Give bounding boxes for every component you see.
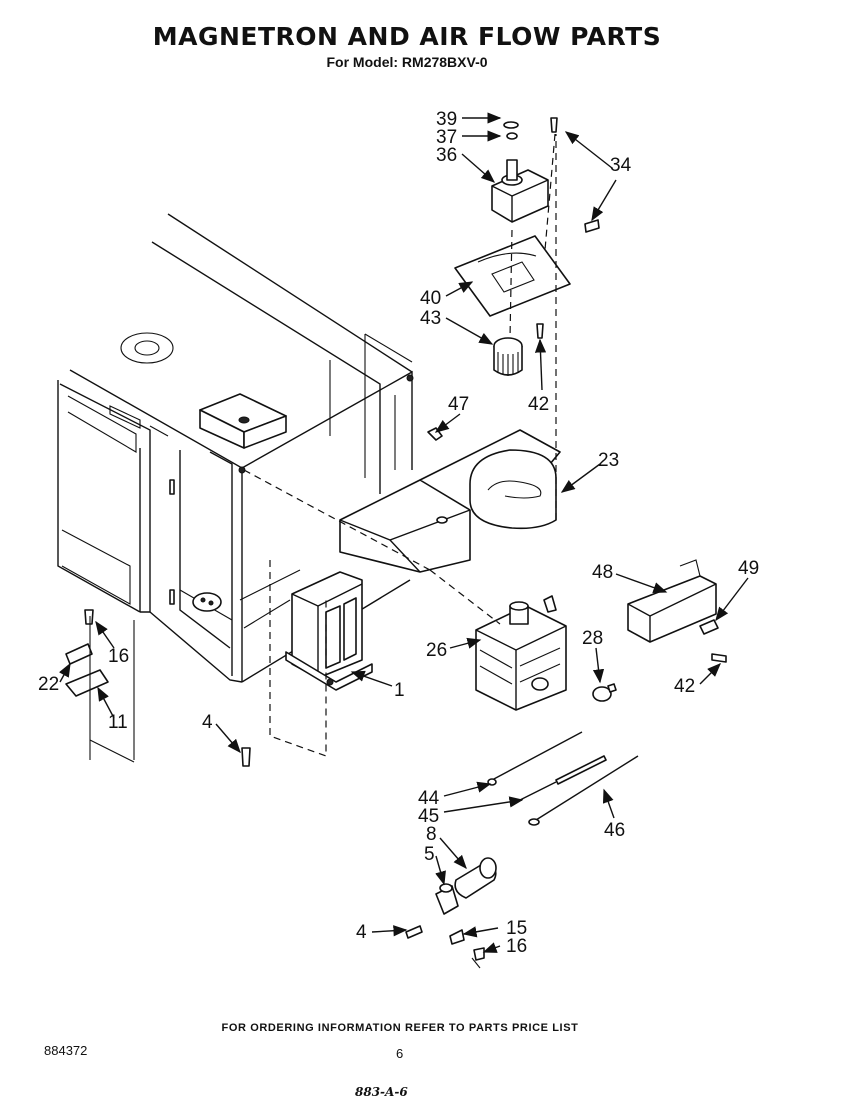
callout-40: 40 <box>420 288 441 309</box>
page-title: MAGNETRON AND AIR FLOW PARTS <box>152 22 662 51</box>
air-duct-assembly <box>339 427 561 573</box>
callout-49: 49 <box>738 558 759 579</box>
callout-4-lower: 4 <box>356 922 367 943</box>
callout-16: 16 <box>108 646 129 667</box>
callout-43: 43 <box>420 308 441 329</box>
callout-44: 44 <box>418 788 440 809</box>
microwave-cabinet <box>57 213 414 683</box>
callout-36: 36 <box>436 145 457 166</box>
callout-48: 48 <box>592 562 613 583</box>
callout-4: 4 <box>202 712 213 733</box>
callout-23: 23 <box>598 450 619 471</box>
wire-harnesses <box>487 731 639 826</box>
magnetron <box>475 595 567 711</box>
callout-45: 45 <box>418 806 439 827</box>
screws <box>241 747 251 767</box>
thermal-cutout <box>592 683 617 702</box>
transformer <box>285 571 373 691</box>
fan-motor-assembly <box>454 117 600 376</box>
callout-15: 15 <box>506 918 527 939</box>
callout-28: 28 <box>582 628 603 649</box>
callout-1: 1 <box>394 680 405 701</box>
callout-26: 26 <box>426 640 447 661</box>
callout-16-lower: 16 <box>506 936 527 957</box>
model-subtitle: For Model: RM278BXV-0 <box>326 54 488 70</box>
callout-42-right: 42 <box>674 676 695 697</box>
fuse-holder-assembly <box>65 609 135 763</box>
ordering-note: FOR ORDERING INFORMATION REFER TO PARTS … <box>221 1022 579 1034</box>
callout-34: 34 <box>610 155 632 176</box>
callout-labels: 39 37 36 34 40 43 42 47 23 48 49 42 26 2… <box>38 109 759 957</box>
capacitor-assembly <box>405 857 497 969</box>
callout-47: 47 <box>448 394 469 415</box>
callout-39: 39 <box>436 109 457 130</box>
callout-22: 22 <box>38 674 59 695</box>
leader-lines <box>58 112 749 953</box>
callout-8: 8 <box>426 824 437 845</box>
alignment-lines <box>243 134 557 757</box>
callout-37: 37 <box>436 127 457 148</box>
callout-11: 11 <box>108 712 128 733</box>
callout-46: 46 <box>604 820 625 841</box>
callout-5: 5 <box>424 844 435 865</box>
code-mark: 883-A-6 <box>355 1085 408 1099</box>
callout-42: 42 <box>528 394 549 415</box>
switch-bracket <box>627 559 727 663</box>
page-number: 6 <box>396 1046 404 1061</box>
document-number: 884372 <box>44 1043 88 1058</box>
